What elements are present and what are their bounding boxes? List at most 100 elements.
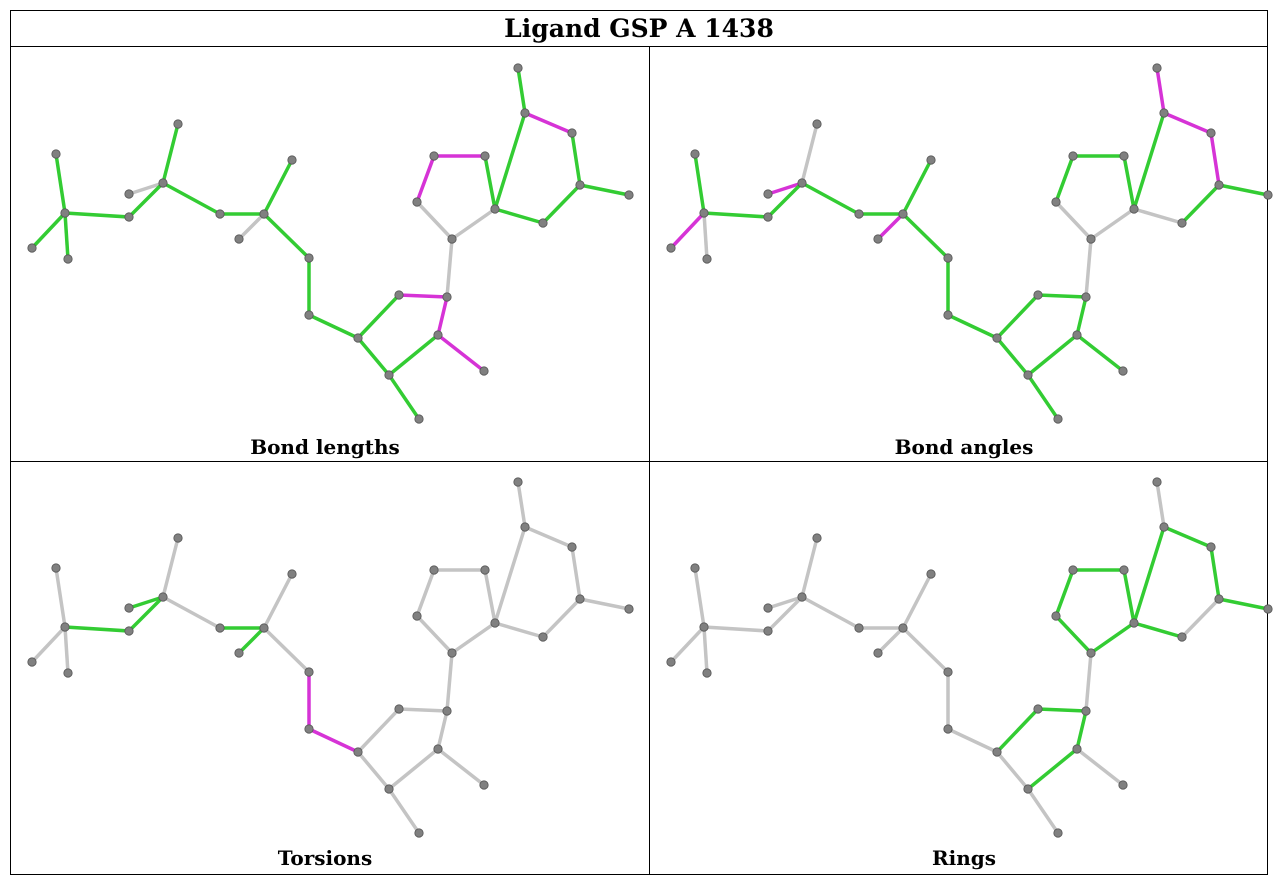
bond <box>387 373 421 421</box>
atom <box>1129 618 1139 628</box>
atom <box>124 212 134 222</box>
bond <box>127 595 165 610</box>
bond <box>1084 651 1093 713</box>
atom <box>353 333 363 343</box>
atom <box>384 370 394 380</box>
atom <box>538 218 548 228</box>
bond <box>1162 111 1213 135</box>
bond <box>483 154 497 211</box>
bond <box>493 111 527 211</box>
bond <box>1217 183 1270 197</box>
caption-bond-angles: Bond angles <box>894 435 1034 459</box>
bond <box>483 568 497 625</box>
atom <box>992 747 1002 757</box>
caption-bond-lengths: Bond lengths <box>250 435 400 459</box>
atom <box>480 151 490 161</box>
molecule-diagram-bond-angles <box>666 63 1273 424</box>
atom <box>287 569 297 579</box>
bond <box>445 237 454 299</box>
atom <box>1023 370 1033 380</box>
atom <box>429 565 439 575</box>
caption-torsions: Torsions <box>277 846 373 870</box>
bond <box>766 595 804 610</box>
atom <box>394 704 404 714</box>
panel-rings: Rings <box>650 462 1278 875</box>
atom <box>702 668 712 678</box>
bond <box>1132 621 1184 639</box>
atom <box>51 563 61 573</box>
bond <box>1132 525 1166 625</box>
bond <box>1155 480 1166 529</box>
bond <box>995 293 1040 340</box>
atom <box>1263 604 1273 614</box>
bond <box>161 536 180 599</box>
bond <box>1075 747 1125 787</box>
bond <box>578 597 631 611</box>
bond <box>702 211 709 261</box>
atom <box>763 212 773 222</box>
atom <box>384 784 394 794</box>
atom <box>1214 594 1224 604</box>
atom <box>304 253 314 263</box>
atom <box>690 149 700 159</box>
atom <box>63 668 73 678</box>
bond <box>1122 568 1136 625</box>
atom <box>898 623 908 633</box>
atom <box>854 623 864 633</box>
bond <box>516 66 527 115</box>
atom <box>926 155 936 165</box>
bond <box>1054 614 1093 655</box>
atom <box>124 189 134 199</box>
bond <box>1180 597 1221 639</box>
bond <box>307 313 360 340</box>
bond <box>436 333 486 373</box>
atom <box>898 209 908 219</box>
panel-bond-lengths: Bond lengths <box>11 48 639 461</box>
atom <box>1081 292 1091 302</box>
table-title: Ligand GSP A 1438 <box>11 11 1267 47</box>
bond <box>1209 545 1221 601</box>
atom <box>158 592 168 602</box>
atom <box>394 290 404 300</box>
bond <box>450 207 497 241</box>
bond <box>1026 333 1079 377</box>
bond <box>1180 183 1221 225</box>
atom <box>414 414 424 424</box>
molecule-diagram-bond-lengths <box>27 63 634 424</box>
bond <box>901 212 950 260</box>
bond <box>800 122 819 185</box>
bond <box>1026 747 1079 791</box>
atom <box>442 706 452 716</box>
bond <box>30 625 67 664</box>
bond <box>127 181 165 196</box>
bond <box>1084 237 1093 299</box>
bond <box>262 572 294 630</box>
atom <box>812 119 822 129</box>
atom <box>520 522 530 532</box>
bond <box>436 709 449 751</box>
atom <box>763 189 773 199</box>
atom <box>854 209 864 219</box>
bond <box>800 181 861 216</box>
bond <box>1036 293 1088 299</box>
bond <box>387 333 440 377</box>
atom <box>1152 477 1162 487</box>
atom <box>1051 197 1061 207</box>
bond <box>876 212 905 241</box>
atom <box>447 234 457 244</box>
bond <box>397 293 449 299</box>
atom <box>538 632 548 642</box>
atom <box>27 657 37 667</box>
atom <box>60 208 70 218</box>
bond <box>1054 568 1075 618</box>
atom <box>812 533 822 543</box>
bond <box>669 211 706 250</box>
bond <box>800 595 861 630</box>
bond <box>523 111 574 135</box>
bond <box>570 545 582 601</box>
bond <box>1026 787 1060 835</box>
bond <box>436 295 449 337</box>
atom <box>624 604 634 614</box>
bond <box>901 572 933 630</box>
atom <box>1263 190 1273 200</box>
